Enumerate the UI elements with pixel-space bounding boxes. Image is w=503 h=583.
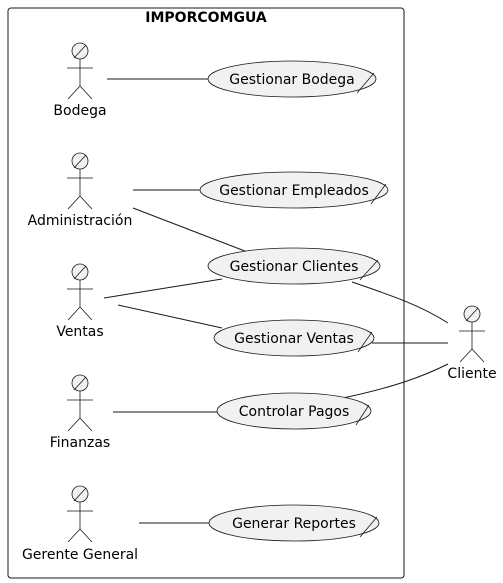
actor-cliente[interactable]: Cliente bbox=[447, 305, 497, 382]
associations bbox=[103, 78, 449, 524]
actor-finanzas[interactable]: Finanzas bbox=[50, 374, 110, 451]
actor-label: Ventas bbox=[56, 324, 103, 340]
actor-icon bbox=[67, 42, 93, 100]
system-title: IMPORCOMGUA bbox=[145, 10, 267, 26]
use-case-label: Gestionar Clientes bbox=[230, 259, 359, 275]
use-case-label: Generar Reportes bbox=[232, 516, 356, 532]
use-case-label: Gestionar Empleados bbox=[219, 183, 369, 199]
system-boundary: IMPORCOMGUA bbox=[7, 7, 405, 579]
association-administracion-gestionar-clientes bbox=[132, 207, 251, 254]
actor-administracion[interactable]: Administración bbox=[28, 152, 133, 229]
actor-icon bbox=[67, 152, 93, 210]
use-case-gestionar-bodega[interactable]: Gestionar Bodega bbox=[207, 60, 377, 98]
actor-label: Administración bbox=[28, 213, 133, 229]
use-case-label: Gestionar Ventas bbox=[234, 331, 354, 347]
actor-icon bbox=[459, 305, 485, 363]
use-case-generar-reportes[interactable]: Generar Reportes bbox=[208, 504, 380, 542]
actor-icon bbox=[67, 374, 93, 432]
actor-label: Cliente bbox=[447, 366, 496, 382]
use-case-label: Gestionar Bodega bbox=[229, 72, 355, 88]
association-controlar-pagos-cliente bbox=[342, 363, 449, 399]
actor-gerente-general[interactable]: Gerente General bbox=[22, 485, 138, 563]
association-ventas-gestionar-ventas bbox=[117, 304, 223, 329]
actor-icon bbox=[67, 263, 93, 321]
use-case-gestionar-ventas[interactable]: Gestionar Ventas bbox=[213, 319, 375, 357]
actor-ventas[interactable]: Ventas bbox=[56, 263, 104, 340]
use-case-label: Controlar Pagos bbox=[239, 404, 350, 420]
actor-label: Gerente General bbox=[22, 547, 138, 563]
use-case-gestionar-clientes[interactable]: Gestionar Clientes bbox=[207, 247, 381, 285]
use-case-controlar-pagos[interactable]: Controlar Pagos bbox=[216, 392, 372, 430]
actor-label: Bodega bbox=[53, 103, 106, 119]
association-ventas-gestionar-clientes bbox=[103, 278, 223, 299]
use-case-gestionar-empleados[interactable]: Gestionar Empleados bbox=[199, 171, 389, 209]
actor-label: Finanzas bbox=[50, 435, 110, 451]
association-gestionar-clientes-cliente bbox=[351, 281, 449, 324]
actor-icon bbox=[67, 485, 93, 543]
actor-bodega[interactable]: Bodega bbox=[53, 42, 107, 119]
